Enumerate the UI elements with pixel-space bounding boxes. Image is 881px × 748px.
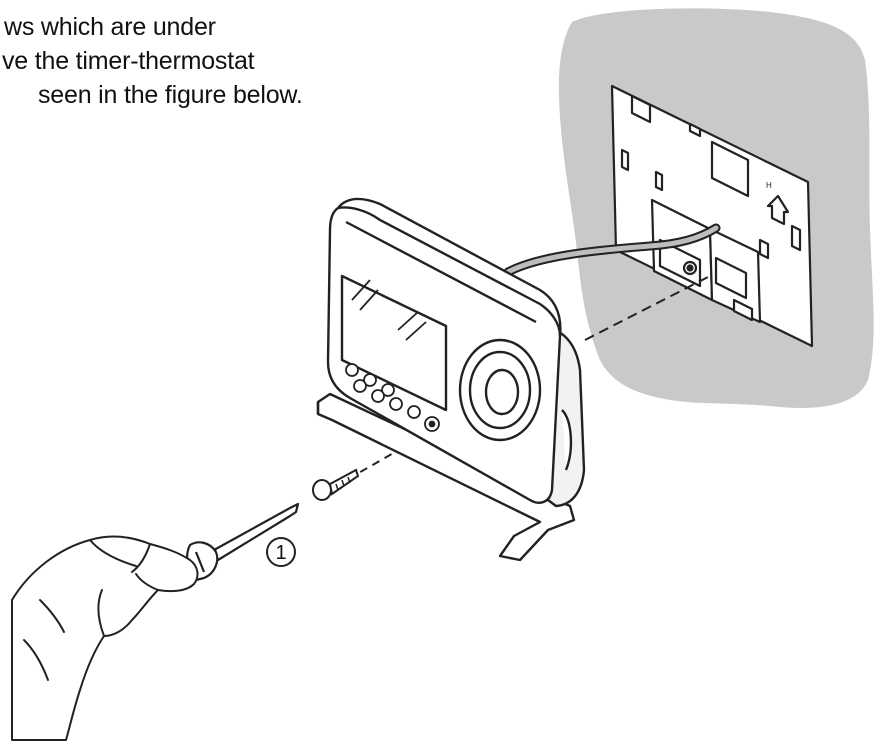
screw-icon	[312, 468, 360, 501]
wall-plate-marking: H	[766, 181, 772, 190]
instruction-text: ws which are under ve the timer-thermost…	[0, 10, 380, 112]
instruction-line-3: seen in the figure below.	[38, 81, 303, 109]
callout-number: 1	[275, 542, 286, 564]
instruction-line-1: ws which are under	[4, 13, 216, 41]
wall-plate-icon	[610, 84, 814, 348]
instruction-line-2: ve the timer-thermostat	[2, 47, 255, 75]
hand-icon	[11, 535, 199, 741]
thermostat-icon	[316, 197, 586, 562]
callout-step-1: 1	[266, 537, 296, 567]
alignment-line-plate	[584, 274, 713, 341]
arrow-up-icon	[766, 194, 790, 226]
button-cluster	[345, 363, 440, 432]
